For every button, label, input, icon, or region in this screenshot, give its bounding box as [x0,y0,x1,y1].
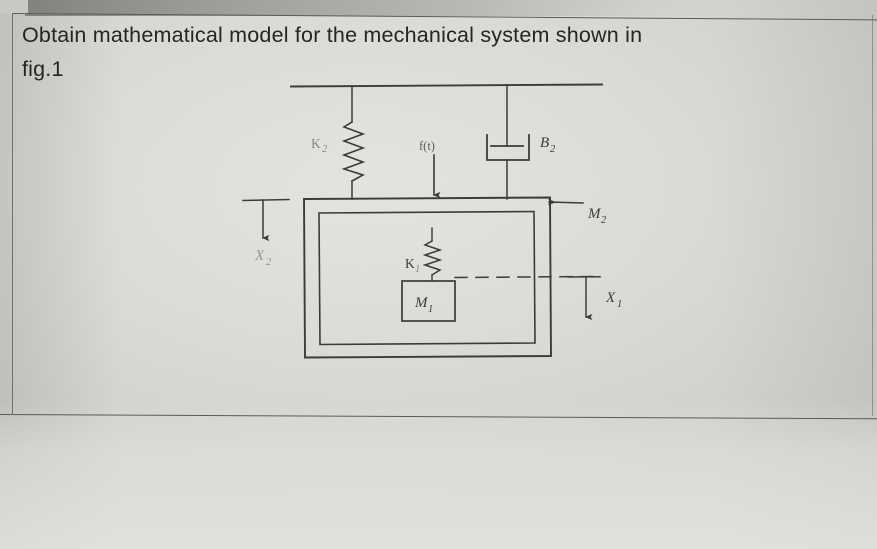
scan-edge-band [25,0,733,16]
question-text-line-2: fig.1 [22,57,64,81]
question-text-line-1: Obtain mathematical model for the mechan… [22,23,643,47]
margin-line-right [872,15,874,416]
scan-edge-corner [0,0,28,13]
margin-line-left [12,13,14,415]
